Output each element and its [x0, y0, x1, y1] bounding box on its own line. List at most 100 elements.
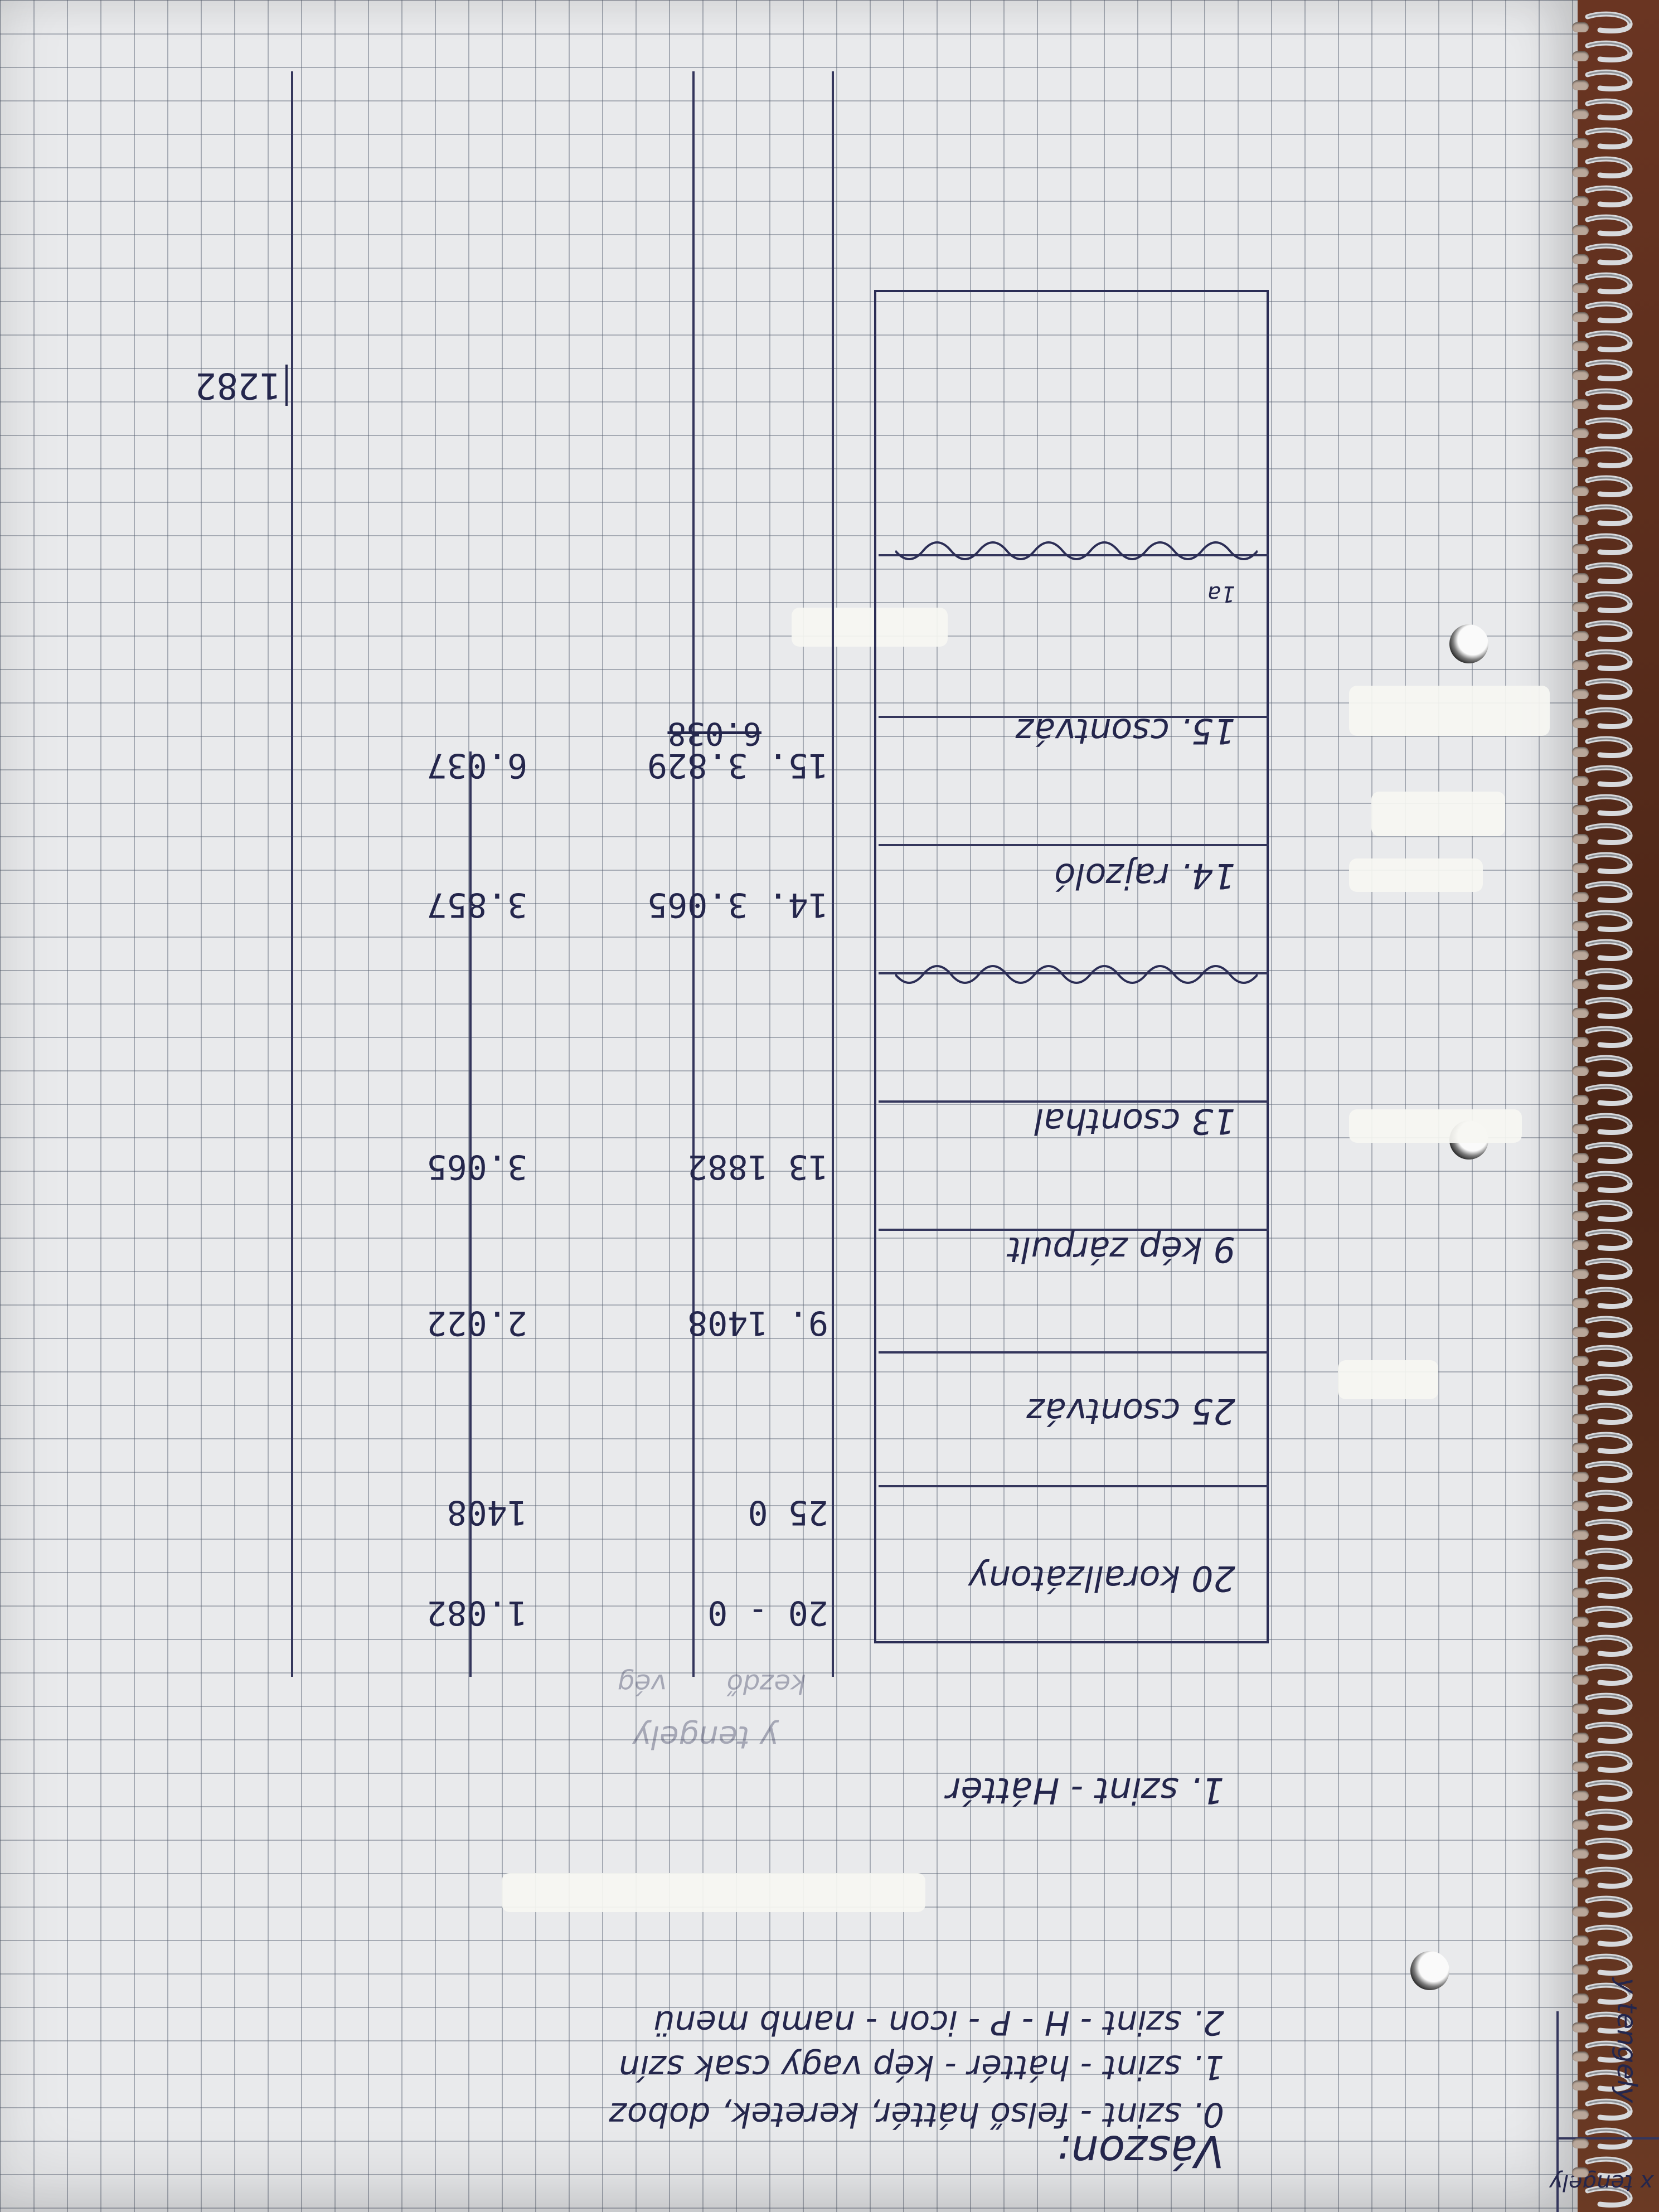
binding-hole [1572, 370, 1589, 380]
binding-hole [1572, 1501, 1589, 1511]
binding-hole [1572, 486, 1589, 496]
binding-hole [1572, 1008, 1589, 1018]
notes-line-1: 1. szint - háttér - kép vagy csak szín [618, 2048, 1224, 2087]
binding-hole [1572, 1791, 1589, 1801]
binding-hole [1572, 196, 1589, 206]
binding-hole [1572, 1733, 1589, 1743]
binding-hole [1572, 1530, 1589, 1540]
binding-hole [1572, 1617, 1589, 1627]
binding-hole [1572, 428, 1589, 438]
column-header-end: vég [617, 1668, 667, 1699]
row-start-2: 9. 1408 [687, 1303, 828, 1342]
binding-hole [1572, 1820, 1589, 1830]
binding-hole [1572, 1588, 1589, 1598]
row-end-5: 6.037 [426, 746, 527, 785]
binding-hole [1572, 1182, 1589, 1192]
binding-hole [1572, 1849, 1589, 1859]
binding-hole [1572, 1762, 1589, 1772]
corner-label: 1a [1207, 581, 1235, 607]
binding-hole [1572, 1472, 1589, 1482]
grid-paper-sheet [0, 0, 1578, 2212]
correction-tape-3 [1349, 1109, 1522, 1143]
binding-hole [1572, 2138, 1589, 2148]
row-start-4: 14. 3.065 [647, 885, 828, 924]
punch-hole-lower [1449, 624, 1488, 663]
row-label-4: 14. rajzoló [1054, 856, 1235, 896]
binding-hole [1572, 1704, 1589, 1714]
notes-line-2: 2. szint - H - P - icon - namb menü [653, 2003, 1224, 2042]
row-label-2: 9 kép zárpult [1007, 1229, 1235, 1270]
row-end-3: 3.065 [426, 1147, 527, 1186]
binding-hole [1572, 225, 1589, 235]
binding-hole [1572, 1153, 1589, 1163]
binding-hole [1572, 1993, 1589, 2004]
row-end-4: 3.857 [426, 885, 527, 924]
binding-hole [1572, 805, 1589, 815]
table-rule-1 [832, 71, 834, 1677]
binding-hole [1572, 515, 1589, 525]
binding-hole [1572, 950, 1589, 960]
row-end-1: 1408 [447, 1493, 528, 1532]
binding-hole [1572, 921, 1589, 931]
binding-hole [1572, 2080, 1589, 2090]
binding-hole [1572, 138, 1589, 148]
spiral-binding [1583, 11, 1633, 2208]
row-label-1: 25 csontváz [1027, 1391, 1235, 1432]
row-start-3: 13 1882 [687, 1147, 828, 1186]
binding-hole [1572, 80, 1589, 90]
binding-hole [1572, 1907, 1589, 1917]
binding-hole [1572, 1211, 1589, 1221]
binding-hole [1572, 22, 1589, 32]
binding-hole [1572, 1327, 1589, 1337]
binding-hole [1572, 776, 1589, 786]
binding-hole [1572, 1269, 1589, 1279]
correction-tape-1 [1349, 686, 1550, 736]
binding-hole [1572, 1298, 1589, 1308]
binding-hole [1572, 660, 1589, 670]
binding-hole [1572, 2109, 1589, 2119]
binding-hole [1572, 1559, 1589, 1569]
strip-divider-1 [879, 1485, 1269, 1487]
row-label-3: 13 csonthal [1034, 1101, 1235, 1142]
row-label-5: 15. csontváz [1016, 711, 1235, 751]
row-start-5: 15. 3.829 [647, 746, 828, 785]
binding-hole [1572, 1356, 1589, 1366]
binding-hole [1572, 747, 1589, 757]
binding-hole [1572, 254, 1589, 264]
punch-hole-top [1410, 1951, 1449, 1990]
binding-hole [1572, 109, 1589, 119]
binding-hole [1572, 312, 1589, 322]
binding-hole [1572, 457, 1589, 467]
wave-separator-2 [895, 541, 1258, 560]
wave-separator-1 [895, 965, 1258, 984]
binding-hole [1572, 1385, 1589, 1395]
binding-hole [1572, 689, 1589, 699]
row-label-0: 20 korallzátony [968, 1558, 1235, 1599]
binding-hole [1572, 573, 1589, 583]
strip-divider-2 [879, 1351, 1269, 1354]
correction-tape-4 [1338, 1360, 1438, 1399]
binding-hole [1572, 892, 1589, 902]
correction-tape-5 [502, 1873, 925, 1912]
binding-hole [1572, 2167, 1589, 2177]
correction-tape-6 [792, 608, 948, 647]
binding-hole [1572, 283, 1589, 293]
binding-hole [1572, 1675, 1589, 1685]
row-start-1: 25 0 [748, 1493, 829, 1532]
struck-value: 6.038 [667, 715, 761, 751]
binding-hole [1572, 341, 1589, 351]
binding-hole [1572, 2051, 1589, 2061]
binding-hole [1572, 718, 1589, 728]
notes-line-0: 0. szint - felső háttér, keretek, doboz [609, 2095, 1224, 2134]
row-start-0: 20 - 0 [707, 1593, 828, 1632]
binding-hole [1572, 1964, 1589, 1975]
binding-hole [1572, 1646, 1589, 1656]
binding-hole [1572, 1124, 1589, 1134]
binding-hole [1572, 1066, 1589, 1076]
row-end-0: 1.082 [426, 1593, 527, 1632]
table-rule-4 [291, 71, 293, 1677]
binding-hole [1572, 1095, 1589, 1105]
section-heading: 1. szint - Háttér [946, 1769, 1224, 1811]
binding-hole [1572, 979, 1589, 989]
